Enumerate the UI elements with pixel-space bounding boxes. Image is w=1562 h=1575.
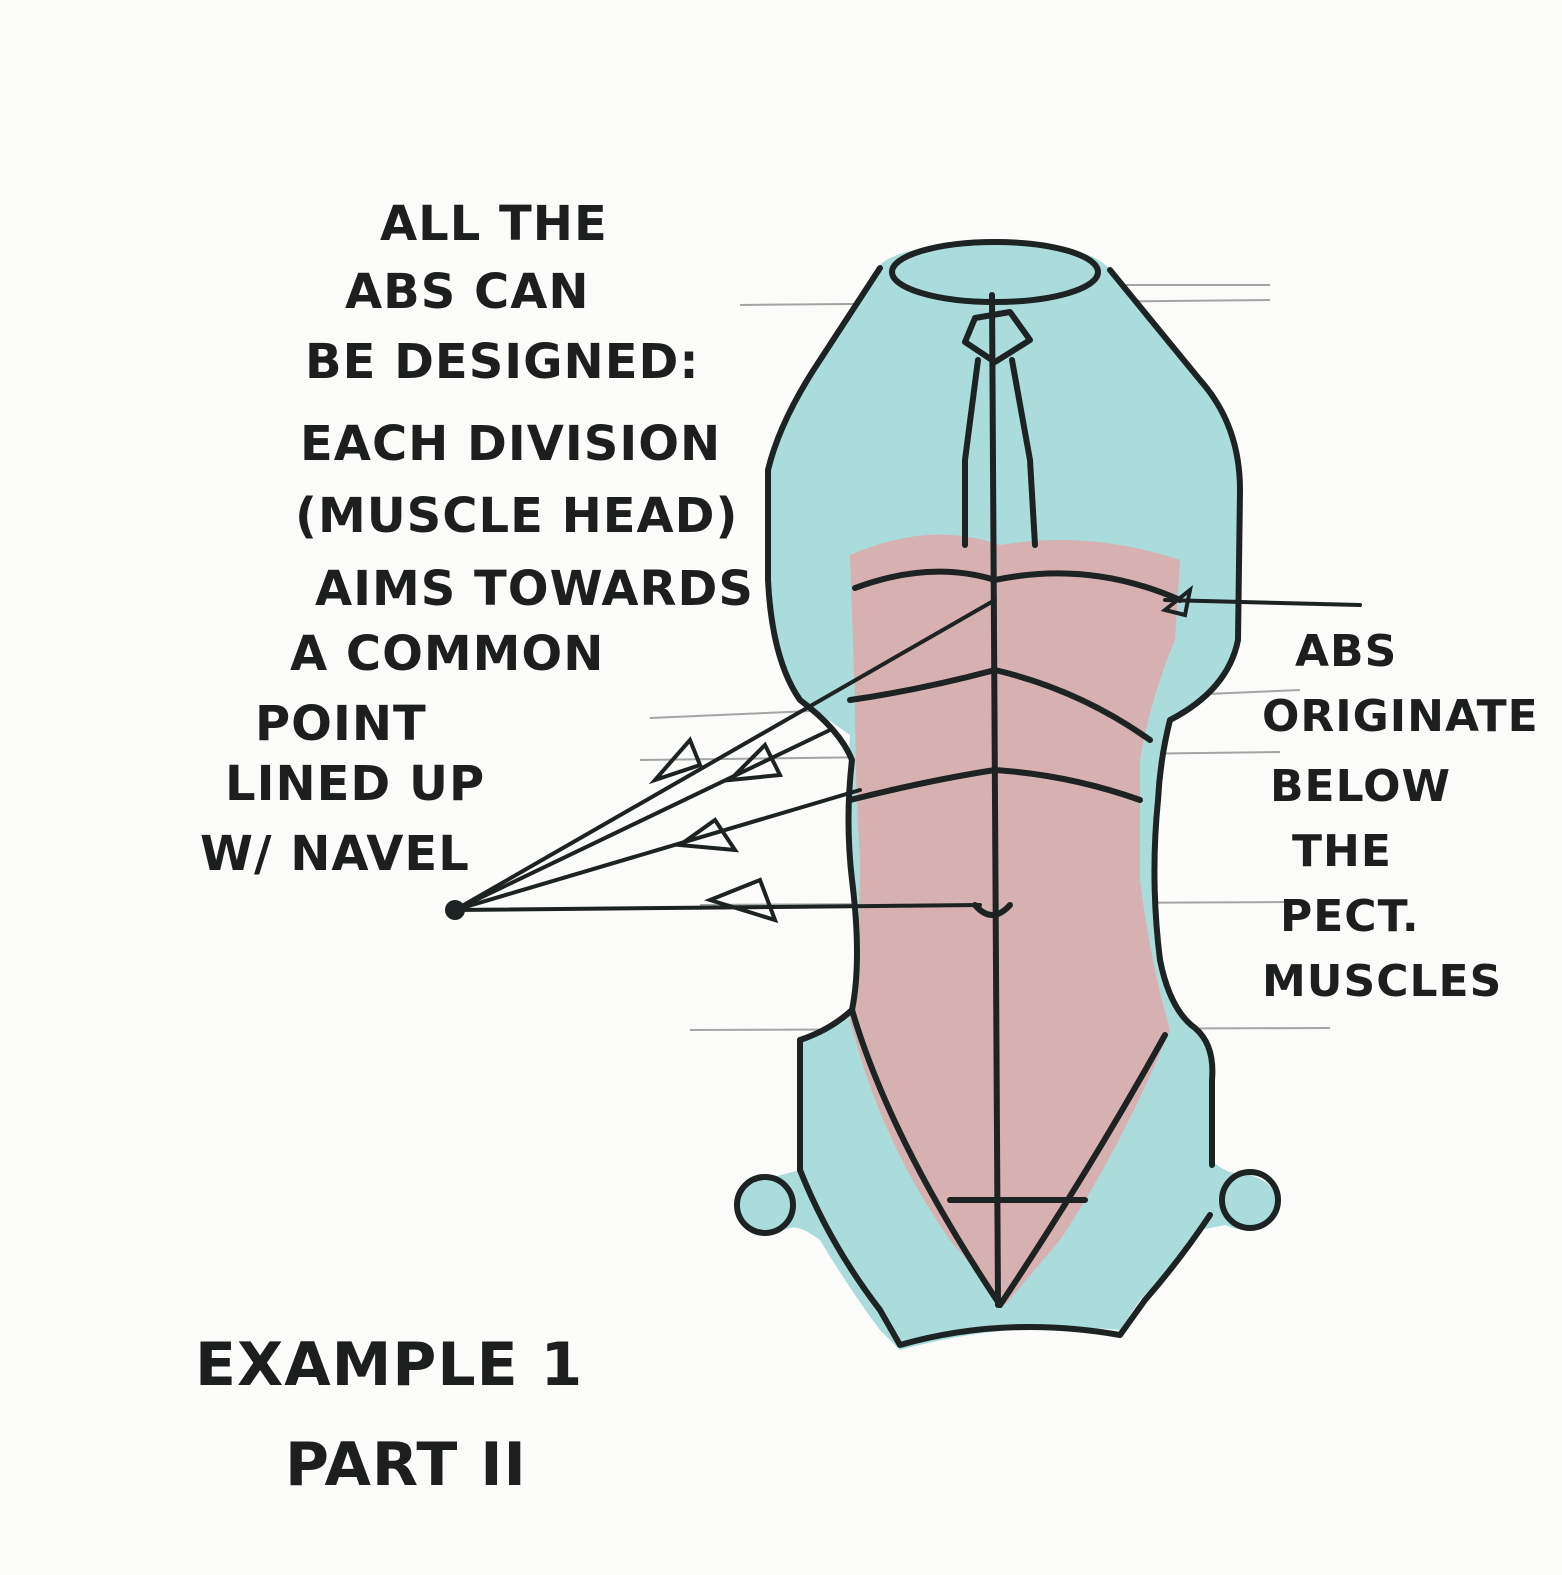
left-annotation-line: AIMS TOWARDS (315, 565, 754, 613)
left-annotation-line: LINED UP (225, 760, 485, 808)
right-annotation-line: MUSCLES (1262, 960, 1502, 1004)
left-annotation-line: ABS CAN (345, 268, 590, 316)
example-label-line: EXAMPLE 1 (195, 1335, 583, 1395)
convergence-point (445, 900, 465, 920)
right-annotation-line: ABS (1295, 630, 1397, 674)
left-annotation-line: ALL THE (380, 200, 608, 248)
arrowhead-2 (730, 745, 780, 780)
left-annotation-line: POINT (255, 700, 427, 748)
left-annotation-line: BE DESIGNED: (305, 338, 700, 386)
arrow-line-3 (455, 790, 860, 910)
left-annotation-line: EACH DIVISION (300, 420, 721, 468)
right-annotation-line: BELOW (1270, 765, 1451, 809)
arrowhead-4 (710, 880, 775, 920)
right-annotation-line: PECT. (1280, 895, 1420, 939)
left-annotation-line: (MUSCLE HEAD) (295, 492, 738, 540)
left-annotation-line: A COMMON (290, 630, 604, 678)
right-annotation-line: ORIGINATE (1262, 695, 1539, 739)
left-annotation-line: W/ NAVEL (200, 830, 470, 878)
arrow-line-2 (455, 730, 830, 910)
example-label-line: PART II (285, 1435, 527, 1495)
right-annotation-line: THE (1292, 830, 1392, 874)
